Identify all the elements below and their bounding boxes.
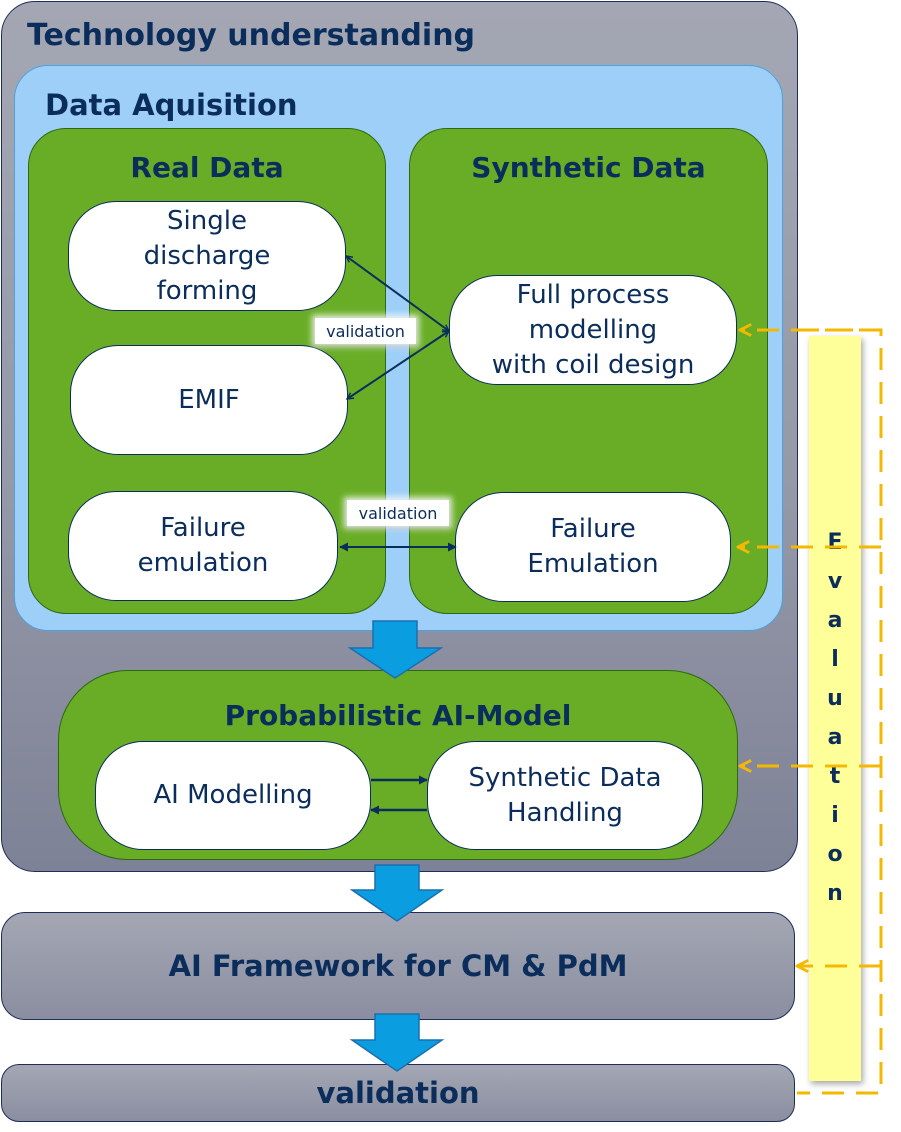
validation-arrow-single-discharge bbox=[346, 256, 449, 331]
single-discharge-forming-node: Single discharge forming bbox=[68, 201, 346, 311]
ai-framework-label: AI Framework for CM & PdM bbox=[168, 949, 628, 983]
full-process-modelling-node: Full process modelling with coil design bbox=[449, 275, 737, 385]
ai-modelling-node: AI Modelling bbox=[95, 741, 371, 850]
validation-label-lower: validation bbox=[347, 500, 449, 526]
validation-arrow-emif bbox=[347, 331, 449, 399]
final-validation-label: validation bbox=[316, 1076, 480, 1110]
technology-understanding-title: Technology understanding bbox=[27, 18, 476, 53]
failure-emulation-synthetic-node: Failure Emulation bbox=[455, 492, 731, 602]
evaluation-letter: o bbox=[827, 842, 843, 867]
synthetic-data-handling-node: Synthetic Data Handling bbox=[427, 741, 703, 850]
emif-node: EMIF bbox=[70, 345, 348, 455]
final-validation-bar: validation bbox=[1, 1064, 795, 1122]
flow-arrow-model-to-framework bbox=[349, 864, 445, 922]
evaluation-letter: t bbox=[829, 764, 841, 789]
ai-modelling-label: AI Modelling bbox=[153, 780, 313, 810]
evaluation-loop-frame bbox=[797, 328, 883, 1095]
ai-framework-bar: AI Framework for CM & PdM bbox=[1, 912, 795, 1020]
evaluation-letter: v bbox=[827, 569, 843, 594]
failure-emulation-real-label: Failure emulation bbox=[137, 513, 269, 578]
evaluation-letter: a bbox=[827, 608, 843, 633]
real-data-title: Real Data bbox=[130, 151, 284, 184]
evaluation-letter: a bbox=[827, 725, 843, 750]
emif-label: EMIF bbox=[178, 384, 240, 415]
probabilistic-ai-model-title: Probabilistic AI-Model bbox=[224, 699, 572, 732]
evaluation-letter: n bbox=[827, 881, 843, 906]
failure-emulation-real-node: Failure emulation bbox=[68, 491, 338, 601]
evaluation-letter: E bbox=[827, 530, 843, 555]
evaluation-letter: u bbox=[827, 686, 843, 711]
flow-arrow-acquisition-to-model bbox=[347, 620, 444, 679]
data-acquisition-title: Data Aquisition bbox=[45, 88, 298, 122]
evaluation-letter: l bbox=[831, 647, 839, 672]
evaluation-letter: i bbox=[831, 803, 839, 828]
evaluation-strip: E v a l u a t i o n bbox=[809, 336, 861, 1081]
flow-arrow-framework-to-validation bbox=[349, 1013, 445, 1072]
synthetic-data-handling-label: Synthetic Data Handling bbox=[468, 762, 662, 828]
synthetic-data-title: Synthetic Data bbox=[471, 151, 706, 184]
full-process-modelling-label: Full process modelling with coil design bbox=[491, 279, 695, 380]
failure-emulation-synthetic-label: Failure Emulation bbox=[527, 514, 659, 579]
validation-label-upper: validation bbox=[315, 318, 416, 344]
single-discharge-forming-label: Single discharge forming bbox=[143, 205, 271, 306]
